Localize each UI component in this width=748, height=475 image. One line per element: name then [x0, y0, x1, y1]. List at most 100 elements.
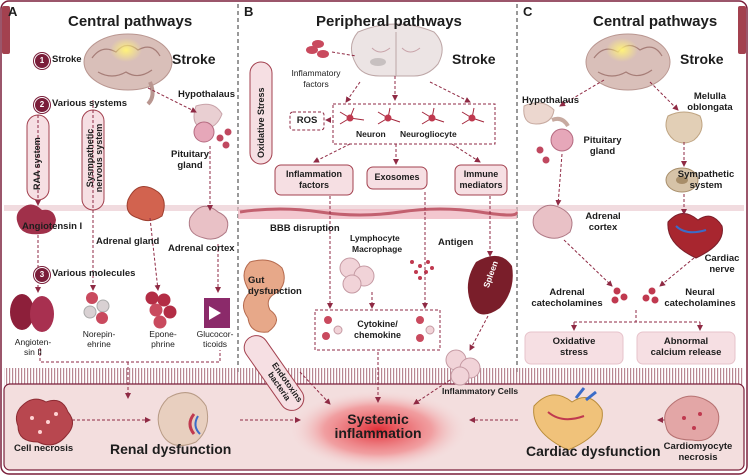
adrenal-cortex-label-a: Adrenal cortex — [168, 243, 235, 254]
cardiomyocyte-shape — [664, 395, 720, 442]
exosomes-box — [366, 166, 428, 190]
cytokine-dots — [322, 316, 435, 342]
pituitary-label-a-2: gland — [177, 160, 203, 171]
left-tab — [2, 6, 10, 54]
cytokine-label-2: chemokine — [353, 330, 402, 340]
medulla-shape — [665, 111, 703, 144]
calcium-release-label-2: calcium release — [650, 347, 722, 358]
macrophage-label: Macrophage — [352, 244, 403, 254]
inflammatory-factors-label-1: Inflammatory — [291, 68, 341, 78]
neuron-cells — [339, 107, 485, 125]
cardiac-dysfunction-heart — [533, 387, 603, 451]
panel-letter-a: A — [8, 4, 18, 19]
pituitary-c — [536, 116, 574, 164]
brain-c — [585, 33, 671, 91]
inflammation-factors-box — [274, 164, 354, 196]
medulla-label-2: oblongata — [687, 102, 733, 113]
kidney-shape — [157, 392, 209, 447]
adrenal-cortex-shape — [188, 205, 229, 240]
systemic-glow — [288, 390, 468, 470]
cell-necrosis-label: Cell necrosis — [14, 443, 74, 454]
lymphocyte-cells — [339, 257, 375, 294]
neuron-box — [332, 103, 496, 145]
header-b: Peripheral pathways — [316, 13, 462, 30]
inflammatory-factor-dots — [306, 40, 329, 58]
immune-mediators-label-1: Immune — [463, 169, 499, 179]
header-a: Central pathways — [68, 13, 193, 30]
step-label-1: Stroke — [52, 54, 82, 65]
cytokine-label-1: Cytokine/ — [357, 319, 398, 329]
arrows-b — [240, 51, 518, 423]
bbb-membrane — [239, 207, 518, 217]
cardiac-dysfunction-label: Cardiac dysfunction — [526, 443, 661, 459]
immune-mediators-label-2: mediators — [459, 180, 503, 190]
molecule-label-1b: sin II — [24, 347, 42, 357]
bbb-band — [4, 205, 744, 211]
right-tab — [738, 6, 746, 54]
inflammatory-factors-label-2: factors — [303, 79, 329, 89]
oxidative-stress-c-label-1: Oxidative — [552, 336, 596, 347]
pituitary-label-a-1: Pituitary — [170, 149, 209, 160]
adrenal-cortex-c-label-2: cortex — [588, 222, 618, 233]
neural-catecholamines-label-1: Neural — [685, 287, 715, 298]
spleen-shape — [467, 255, 513, 315]
neurogliocyte-label: Neurogliocyte — [400, 129, 457, 139]
oxidative-stress-label-b: Oxidative Stress — [256, 87, 266, 158]
cardiomyocyte-label-1: Cardiomyocyte — [663, 441, 733, 452]
adrenal-catecholamines-label-1: Adrenal — [549, 287, 585, 298]
adrenal-gland-label: Adrenal gland — [96, 236, 160, 247]
oxidative-stress-c-box — [524, 331, 624, 365]
molecule-norepinephrine — [83, 292, 110, 324]
hypothalamus-label-a: Hypothalaus — [178, 89, 236, 100]
sympathetic-label-1: Sympathetic — [677, 169, 735, 180]
hypothalamus-label-c: Hypothalaus — [522, 95, 580, 106]
pituitary-label-c-2: gland — [589, 146, 616, 157]
panel-letter-b: B — [244, 4, 254, 19]
molecule-label-1a: Angioten- — [14, 337, 52, 347]
raa-system-label: RAA system — [32, 137, 42, 190]
gut-label-2: dysfunction — [248, 286, 302, 297]
header-c: Central pathways — [593, 13, 718, 30]
systemic-inflammation-label-1: Systemic — [347, 411, 409, 427]
ros-box — [289, 111, 325, 131]
stroke-label-b: Stroke — [452, 51, 496, 67]
step-label-2: Various systems — [52, 98, 127, 109]
step-label-3: Various molecules — [52, 268, 136, 279]
brain-b — [351, 23, 443, 77]
sympathetic-label-2: system — [689, 180, 723, 191]
brain-a — [83, 33, 173, 106]
hypothalamus-c-shape — [523, 102, 555, 125]
bbb-label: BBB disruption — [270, 223, 340, 234]
adrenal-catecholamines-label-2: catecholamines — [531, 298, 603, 309]
molecule-glucocorticoids — [204, 298, 230, 328]
ros-label: ROS — [296, 115, 318, 126]
medulla-label-1: Melulla — [693, 91, 727, 102]
cardiac-nerve-heart — [667, 213, 723, 259]
cardiac-nerve-label-2: nerve — [709, 264, 735, 275]
exosomes-label: Exosomes — [374, 172, 420, 182]
step-badge-2: 2 — [34, 97, 50, 113]
pituitary-label-c-1: Pituitary — [583, 135, 622, 146]
molecule-label-2a: Norepin- — [82, 329, 116, 339]
inflammatory-cells — [445, 349, 481, 386]
molecule-label-3a: Epone- — [149, 329, 177, 339]
stroke-label-c: Stroke — [680, 51, 724, 67]
gut-label-1: Gut — [248, 275, 265, 286]
antigen-dots — [410, 260, 434, 280]
arrows-a — [35, 87, 221, 423]
inflammation-factors-label-2: factors — [298, 180, 329, 190]
neural-catecholamines-label-2: catecholamines — [664, 298, 736, 309]
angiotensin-i-shape — [16, 204, 57, 235]
inflammatory-cells-label: Inflammatory Cells — [442, 386, 519, 396]
antigen-label: Antigen — [438, 237, 474, 248]
adrenal-cortex-c-label-1: Adrenal — [585, 211, 621, 222]
molecule-label-3b: phrine — [151, 339, 175, 349]
molecule-label-4a: Glucocor- — [196, 329, 234, 339]
membrane-stripes — [4, 368, 744, 386]
inflammation-factors-label-1: Inflammation — [285, 169, 342, 179]
renal-dysfunction-label: Renal dysfunction — [110, 441, 232, 457]
arrows-c — [555, 79, 703, 423]
